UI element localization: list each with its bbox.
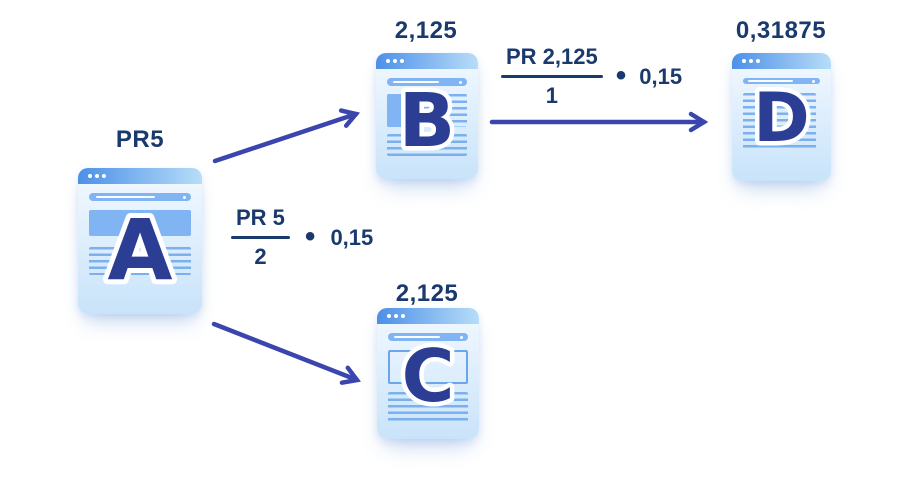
text-lines — [89, 247, 191, 275]
window-titlebar — [732, 53, 831, 69]
fraction-line — [231, 236, 290, 239]
fraction-denominator: 1 — [545, 83, 558, 108]
fraction: PR 2,125 1 — [501, 44, 603, 109]
text-lines — [415, 94, 467, 127]
svg-text:C: C — [402, 334, 455, 418]
window-dots-icon — [386, 59, 390, 63]
page-window-b: B — [376, 53, 478, 179]
window-body — [377, 324, 479, 424]
address-bar — [743, 78, 820, 84]
window-titlebar — [377, 308, 479, 324]
arrow-a-to-c — [211, 321, 361, 385]
address-bar — [89, 193, 191, 201]
fraction: PR 5 2 — [231, 205, 290, 270]
window-body — [732, 69, 831, 149]
page-window-a: A — [78, 168, 202, 314]
text-lines — [743, 93, 817, 149]
window-dots-icon — [387, 314, 391, 318]
thumbnail-block — [387, 94, 407, 127]
pagerank-value-b: 2,125 — [394, 17, 458, 44]
arrow-a-to-b — [212, 108, 361, 164]
fraction-line — [501, 75, 603, 78]
page-letter-d: D — [749, 74, 814, 162]
multiply-dot: • — [304, 219, 316, 253]
page-window-d: D — [732, 53, 831, 181]
fraction-numerator: PR 2,125 — [506, 44, 598, 69]
page-letter-b: B — [394, 74, 459, 169]
content-block — [89, 210, 191, 236]
damping-factor: 0,15 — [639, 63, 683, 89]
page-window-c: C — [377, 308, 479, 439]
page-letter-a: A — [102, 196, 177, 304]
formula-b-to-d: PR 2,125 1 • 0,15 — [501, 44, 682, 109]
svg-text:D: D — [753, 79, 809, 158]
page-letter-c: C — [397, 330, 459, 423]
formula-a-to-c: PR 5 2 • 0,15 — [231, 205, 373, 270]
fraction-denominator: 2 — [254, 244, 267, 269]
text-lines — [387, 134, 467, 156]
pagerank-value-a: PR5 — [115, 126, 165, 153]
window-titlebar — [376, 53, 478, 69]
pagerank-value-d: 0,31875 — [735, 17, 827, 44]
address-bar — [388, 333, 468, 341]
svg-text:A: A — [107, 201, 172, 299]
text-lines — [388, 392, 468, 424]
window-body — [78, 184, 202, 275]
multiply-dot: • — [615, 58, 627, 92]
window-body — [376, 69, 478, 156]
svg-text:B: B — [399, 78, 455, 164]
address-bar — [387, 78, 467, 86]
media-row — [387, 94, 467, 127]
fraction-numerator: PR 5 — [236, 205, 285, 230]
outlined-block — [388, 350, 468, 384]
damping-factor: 0,15 — [330, 224, 374, 250]
window-dots-icon — [88, 174, 92, 178]
window-titlebar — [78, 168, 202, 184]
window-dots-icon — [742, 59, 746, 63]
pagerank-value-c: 2,125 — [395, 280, 459, 307]
